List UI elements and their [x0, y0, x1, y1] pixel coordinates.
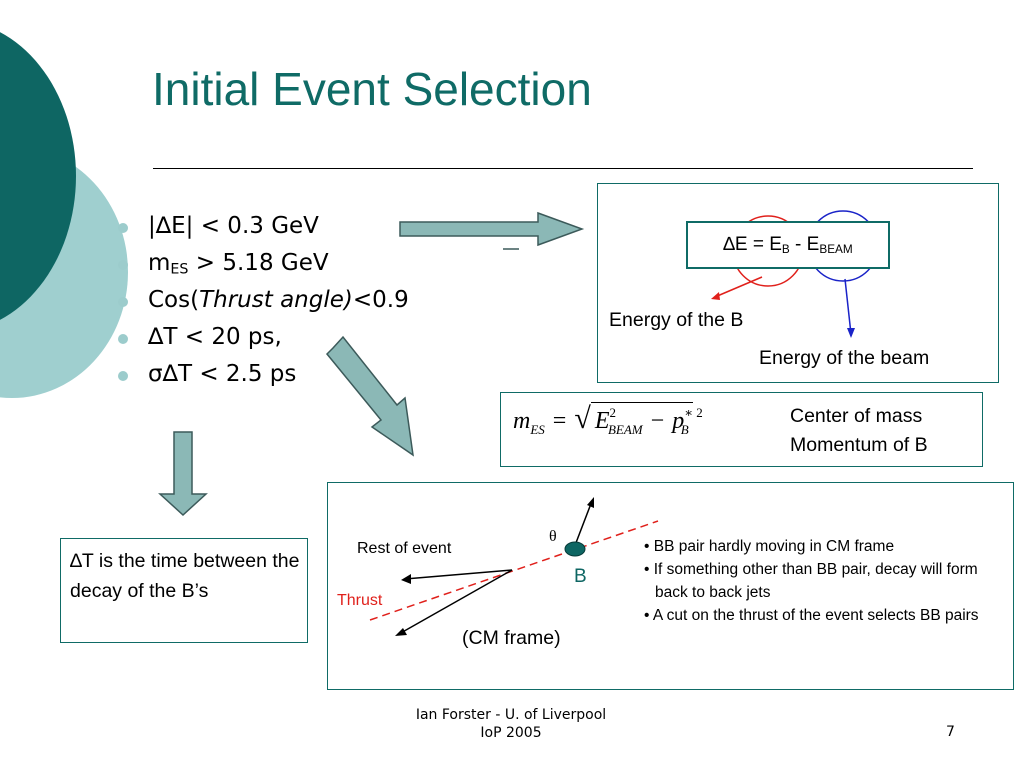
cm-bullet: • If something other than BB pair, decay…: [644, 561, 978, 601]
arrow-down: [158, 431, 208, 517]
b-momentum-line: [573, 500, 593, 549]
cm-frame-label: (CM frame): [462, 627, 561, 649]
energy-of-beam-label: Energy of the beam: [759, 347, 930, 369]
delta-e-box: [597, 183, 999, 383]
cm-bullets: • BB pair hardly moving in CM frame • If…: [644, 535, 1004, 627]
footer: Ian Forster - U. of Liverpool IoP 2005: [415, 707, 607, 741]
rest-of-event-label: Rest of event: [357, 540, 452, 557]
red-pointer: [714, 276, 763, 298]
cm-bullet: • A cut on the thrust of the event selec…: [644, 607, 979, 624]
center-of-mass-label: Center of mass Momentum of B: [790, 405, 928, 456]
delta-t-box: [60, 538, 308, 643]
bullet-delta-t: ∆T < 20 ps,: [118, 319, 409, 356]
rest-event-line-2: [398, 569, 513, 635]
bullet-sigma-delta-t: σ∆T < 2.5 ps: [118, 356, 409, 393]
bullet-thrust: Cos(Thrust angle)<0.9: [118, 282, 409, 319]
selection-bullets: |∆E| < 0.3 GeV mES > 5.18 GeV Cos(Thrust…: [118, 208, 409, 393]
b-meson-dot: [564, 541, 586, 557]
cm-frame-box: [327, 482, 1014, 690]
arrow-right: [399, 211, 585, 247]
theta-label: θ: [549, 528, 557, 545]
energy-of-b-label: Energy of the B: [609, 309, 744, 331]
mes-box: [500, 392, 983, 467]
arrow-diagonal: [325, 335, 414, 457]
thrust-label: Thrust: [337, 592, 383, 609]
cm-bullet: • BB pair hardly moving in CM frame: [644, 538, 895, 555]
thrust-axis: [369, 520, 659, 621]
slide-title: Initial Event Selection: [152, 63, 592, 115]
delta-e-formula: ∆E = EB - EBEAM: [686, 221, 890, 269]
dark-teal-circle: [0, 32, 76, 320]
b-label: B: [574, 566, 587, 587]
rest-event-line-1: [404, 569, 513, 580]
sqrt-symbol: √: [574, 402, 591, 435]
delta-t-description: ∆T is the time between the decay of the …: [70, 550, 300, 602]
mes-formula: mES=√E2BEAM−p∗ 2B: [513, 402, 703, 437]
bullet-delta-e: |∆E| < 0.3 GeV: [118, 208, 409, 245]
title-divider: [153, 168, 973, 169]
blue-pointer: [844, 278, 852, 335]
bullet-mes: mES > 5.18 GeV: [118, 245, 409, 282]
page-number: 7: [946, 724, 955, 740]
